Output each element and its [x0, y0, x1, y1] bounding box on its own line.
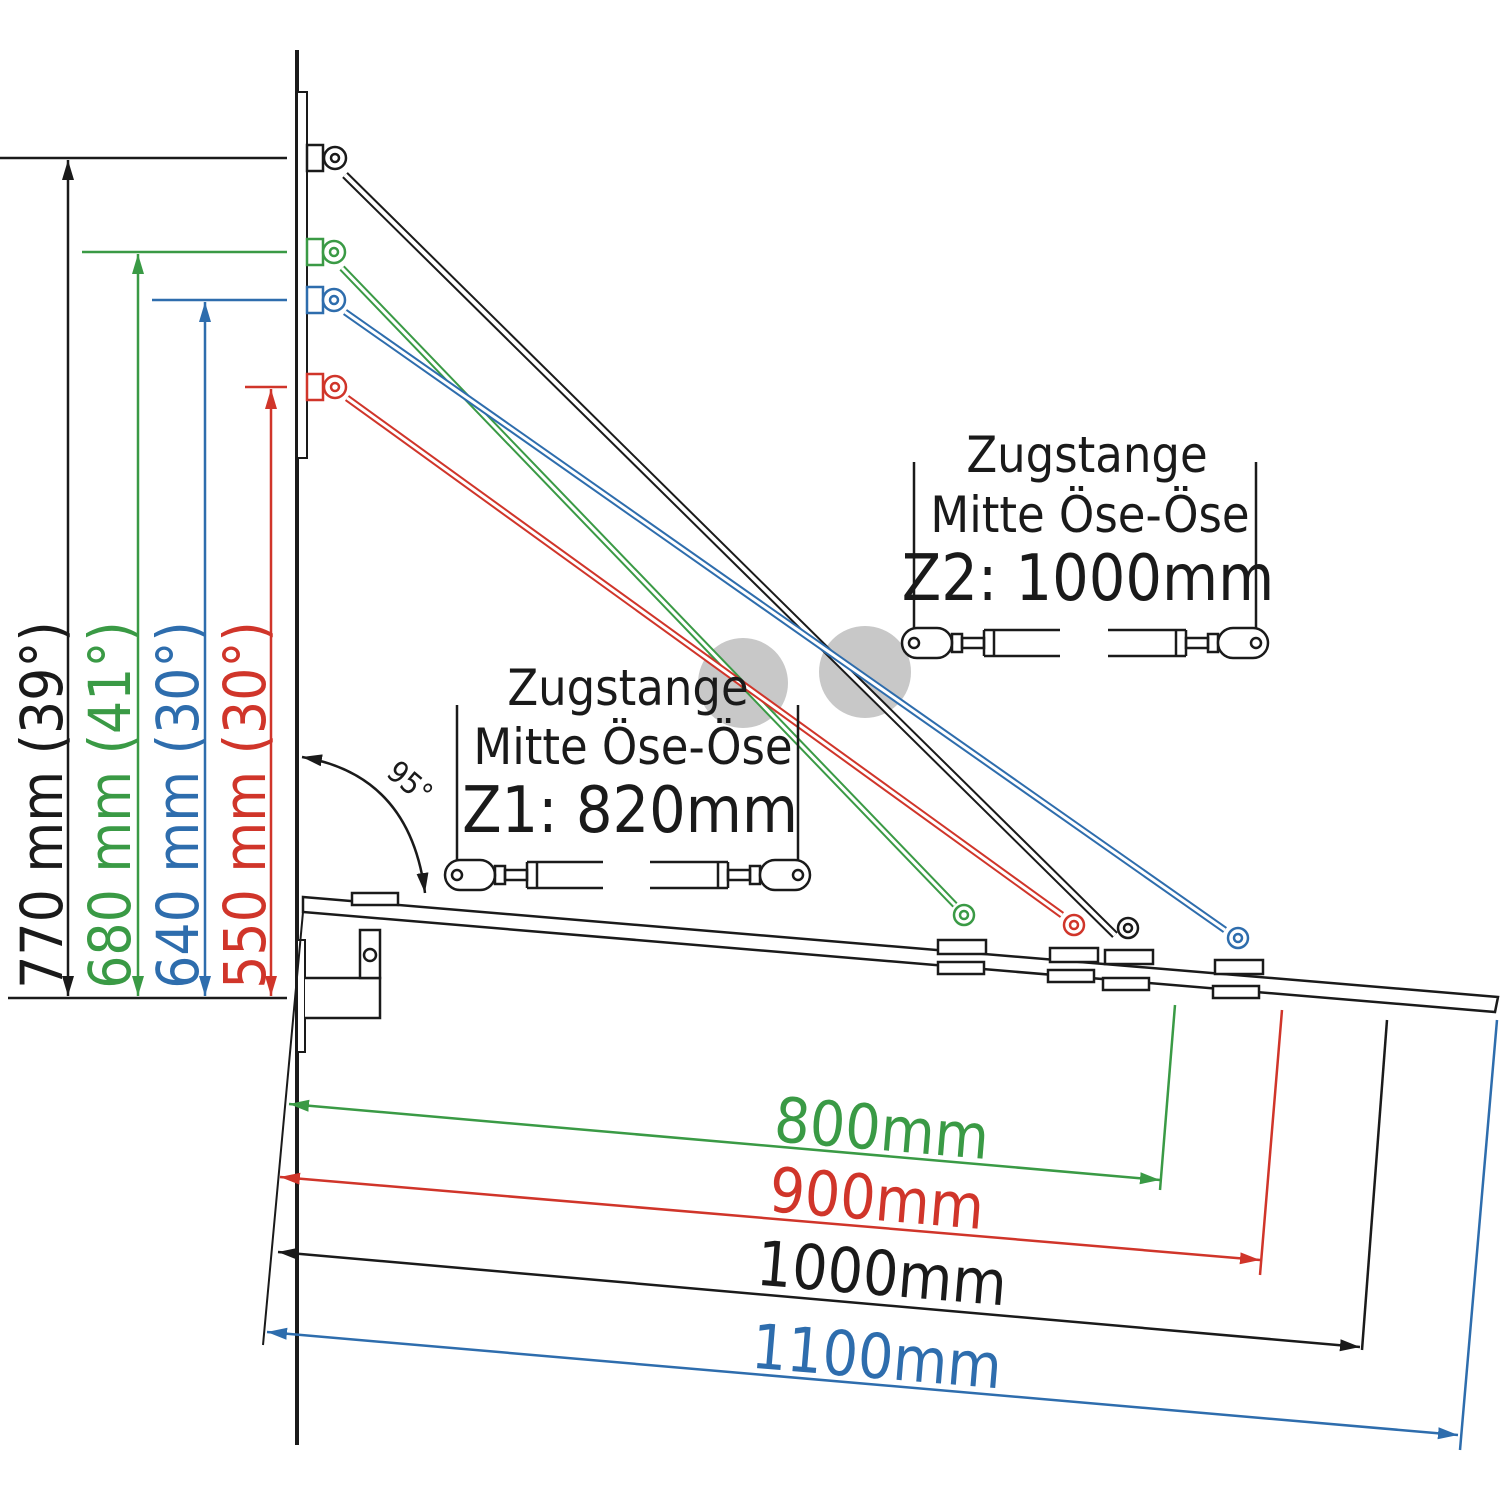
height-label-640: 640 mm (30°)	[144, 621, 212, 989]
highlight-circle	[819, 626, 911, 718]
z2-subtitle: Mitte Öse-Öse	[930, 486, 1249, 544]
rod-red	[305, 372, 1086, 937]
z2-title: Zugstange	[966, 426, 1207, 484]
glass-canopy	[301, 891, 1500, 1020]
depth-label-1100: 1100mm	[749, 1310, 1005, 1404]
height-reference-lines	[0, 156, 287, 1000]
depth-label-900: 900mm	[767, 1153, 987, 1244]
rod-black	[305, 143, 1140, 940]
height-label-770: 770 mm (39°)	[8, 621, 76, 989]
z2-length: Z2: 1000mm	[902, 542, 1274, 616]
rod-icon	[900, 626, 1270, 660]
z1-callout: Zugstange Mitte Öse-Öse Z1: 820mm	[443, 659, 812, 892]
height-labels: 770 mm (39°) 680 mm (41°) 640 mm (30°) 5…	[8, 621, 279, 989]
rod-green	[305, 237, 976, 927]
wall	[295, 50, 308, 1445]
z1-title: Zugstange	[507, 659, 748, 717]
depth-label-800: 800mm	[772, 1083, 992, 1174]
z2-callout: Zugstange Mitte Öse-Öse Z2: 1000mm	[900, 426, 1274, 660]
height-label-550: 550 mm (30°)	[211, 621, 279, 989]
z1-length: Z1: 820mm	[462, 774, 798, 848]
height-label-680: 680 mm (41°)	[76, 621, 144, 989]
angle-indicator: 95°	[301, 754, 439, 894]
tension-rods	[305, 143, 1250, 950]
z1-subtitle: Mitte Öse-Öse	[473, 718, 792, 776]
rod-blue	[305, 285, 1250, 950]
rod-icon	[443, 858, 812, 892]
